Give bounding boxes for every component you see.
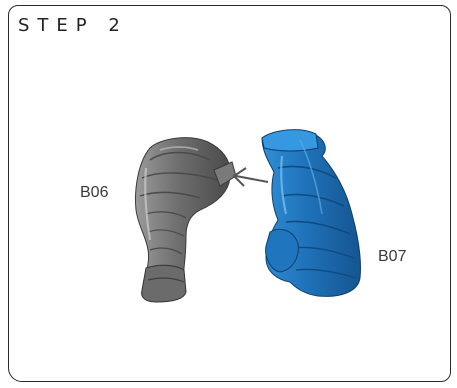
part-label-b06: B06 <box>80 184 108 202</box>
part-b06-leg <box>136 138 236 302</box>
assembly-arrow <box>234 168 268 186</box>
part-b07-leg <box>262 130 361 297</box>
part-label-b07: B07 <box>378 248 406 266</box>
